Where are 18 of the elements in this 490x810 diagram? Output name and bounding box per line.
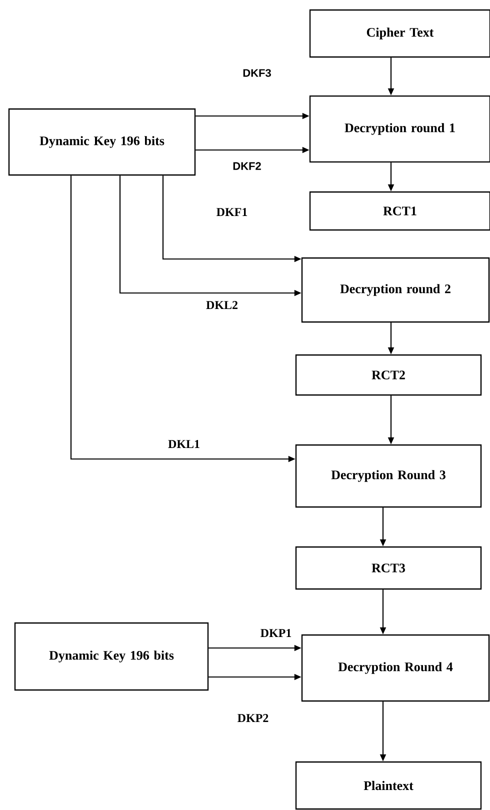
process-box: RCT3 [295, 546, 482, 590]
process-box: Dynamic Key 196 bits [8, 108, 196, 176]
process-box: Decryption Round 4 [301, 634, 490, 702]
edge-label: DKL1 [167, 439, 201, 449]
process-box: Dynamic Key 196 bits [14, 622, 209, 691]
process-box: Decryption round 2 [301, 257, 490, 323]
process-box: Plaintext [295, 761, 482, 810]
process-box: Decryption round 1 [309, 95, 490, 163]
edge-label: DKF3 [242, 68, 272, 78]
edge-label: DKL2 [205, 300, 239, 310]
process-box: RCT1 [309, 191, 490, 231]
edge-label: DKF1 [215, 207, 249, 217]
edge-label: DKP1 [259, 628, 293, 638]
process-box: RCT2 [295, 354, 482, 396]
process-box: Decryption Round 3 [295, 444, 482, 508]
process-box: Cipher Text [309, 9, 490, 58]
edge-label: DKP2 [236, 713, 270, 723]
edge-label: DKF2 [232, 161, 262, 171]
